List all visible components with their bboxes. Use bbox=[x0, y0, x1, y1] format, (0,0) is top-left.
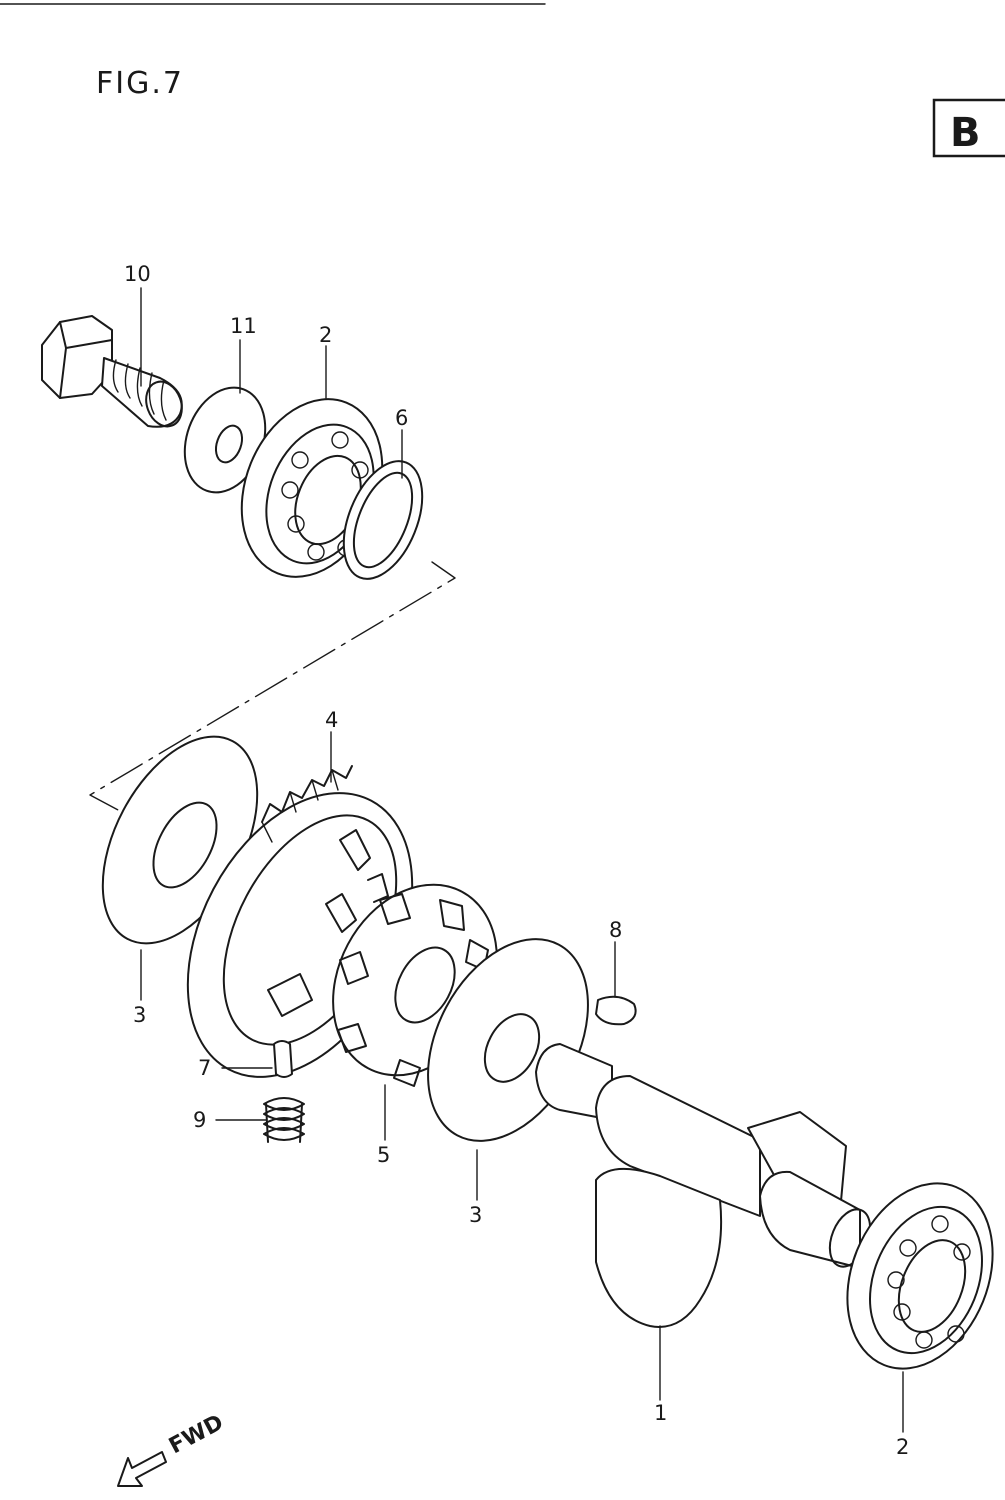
leader-lines bbox=[140, 287, 904, 1433]
part-pin-7 bbox=[273, 1040, 293, 1078]
part-key-8 bbox=[595, 995, 637, 1026]
callout-3-middle: 3 bbox=[469, 1203, 482, 1227]
callout-6: 6 bbox=[395, 406, 408, 430]
callout-10: 10 bbox=[124, 262, 151, 286]
callout-3-left: 3 bbox=[133, 1003, 146, 1027]
forward-arrow-icon bbox=[117, 1451, 167, 1487]
callout-2-bottom: 2 bbox=[896, 1435, 909, 1459]
callout-2-top: 2 bbox=[319, 323, 332, 347]
part-bearing-bottom bbox=[846, 1182, 994, 1370]
part-crankshaft bbox=[535, 1043, 872, 1328]
callout-1: 1 bbox=[654, 1401, 667, 1425]
callout-9: 9 bbox=[193, 1108, 206, 1132]
callout-7: 7 bbox=[198, 1056, 211, 1080]
forward-direction-indicator: FWD bbox=[117, 1410, 228, 1487]
part-spring-9 bbox=[263, 1097, 305, 1143]
callout-11: 11 bbox=[230, 314, 257, 338]
part-bolt bbox=[41, 315, 183, 428]
figure-title: FIG.7 bbox=[96, 66, 184, 101]
callout-5: 5 bbox=[377, 1143, 390, 1167]
forward-label: FWD bbox=[165, 1410, 228, 1459]
assembly-centerline bbox=[89, 561, 456, 811]
callout-8: 8 bbox=[609, 918, 622, 942]
callout-4: 4 bbox=[325, 708, 338, 732]
section-badge: B bbox=[932, 98, 1005, 158]
section-badge-label: B bbox=[950, 110, 981, 156]
